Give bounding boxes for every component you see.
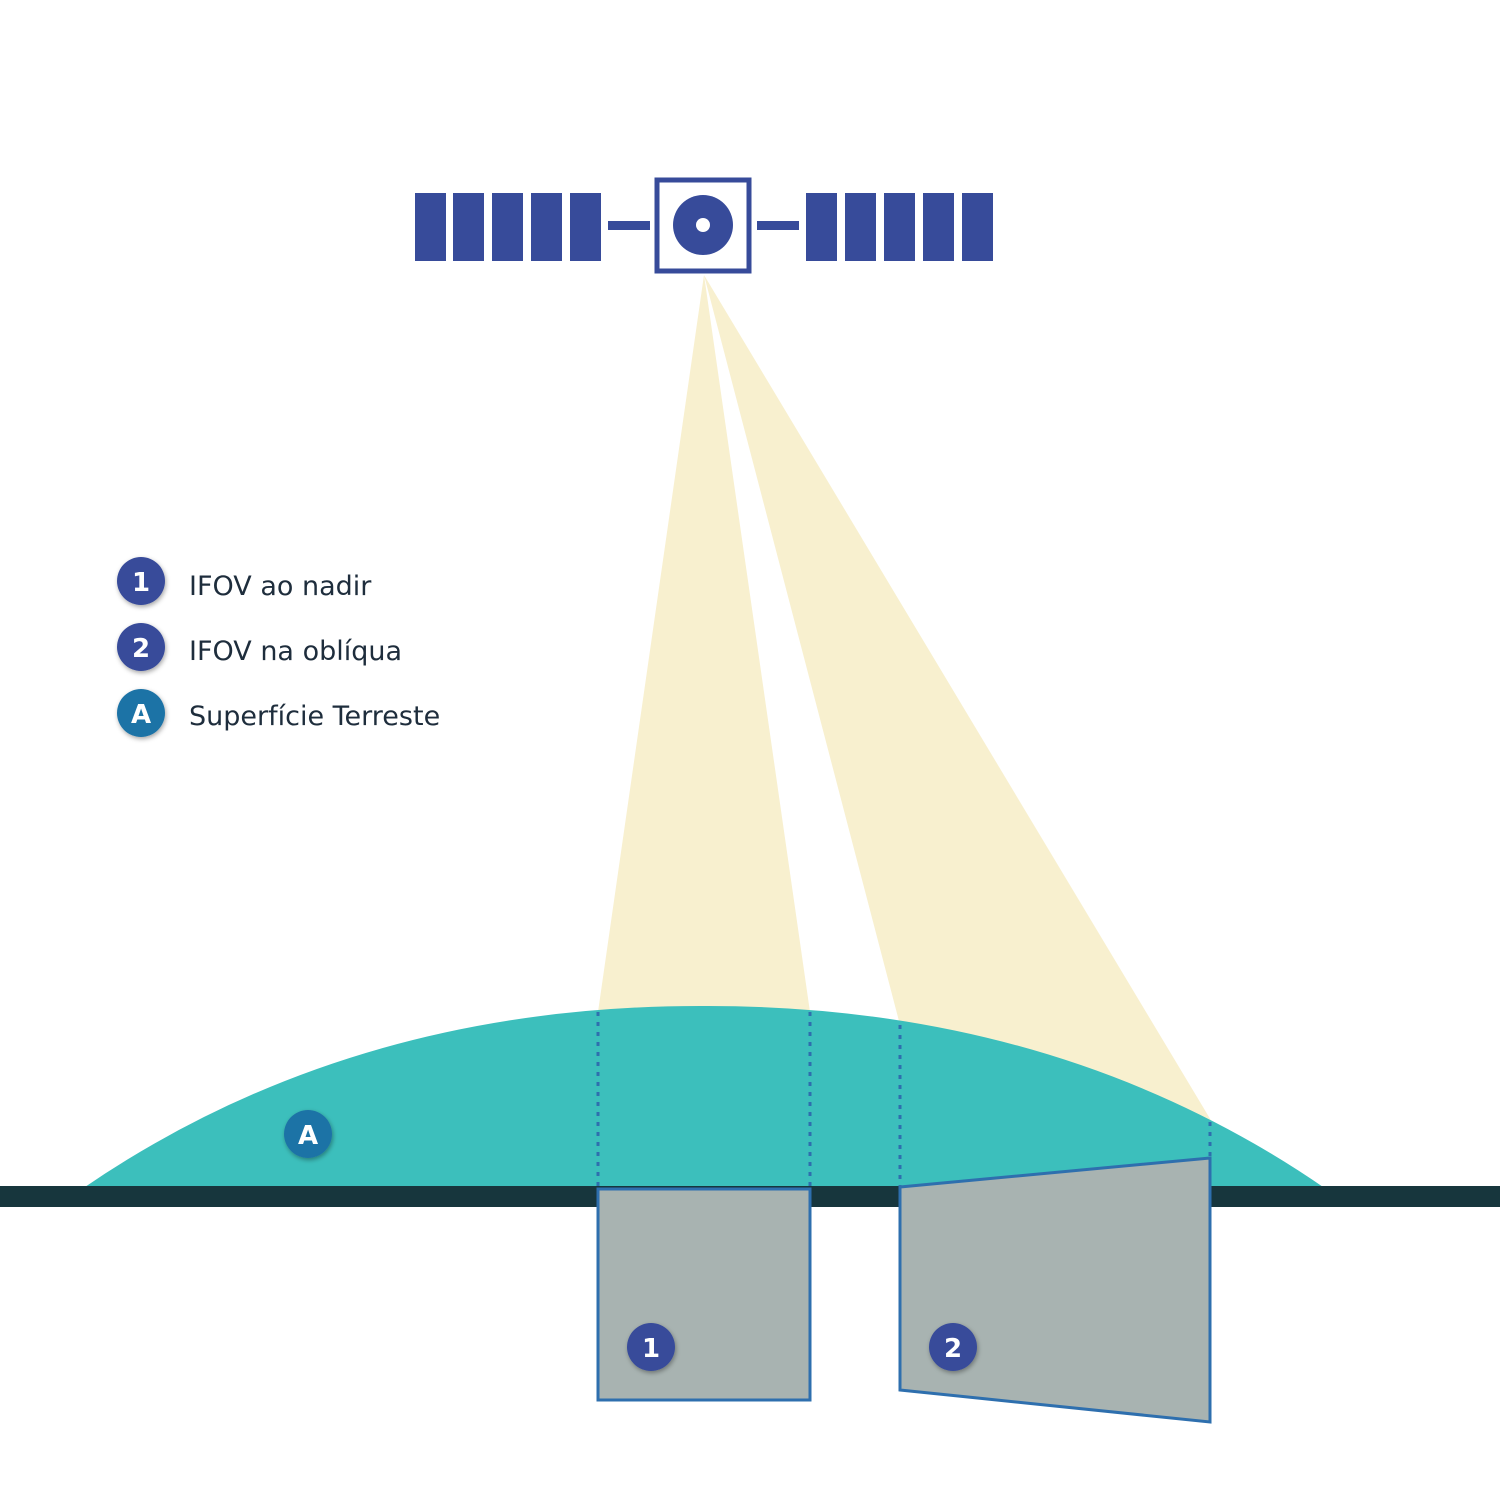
surface-marker: A xyxy=(284,1110,332,1158)
oblique-footprint xyxy=(898,1156,1212,1424)
legend-item-oblique: 2 IFOV na oblíqua xyxy=(117,623,402,671)
right-solar-panel xyxy=(806,193,993,261)
legend-label-surface: Superfície Terreste xyxy=(189,701,440,732)
legend-label-nadir: IFOV ao nadir xyxy=(189,571,372,602)
legend-label-oblique: IFOV na oblíqua xyxy=(189,636,402,667)
oblique-beam xyxy=(704,275,1212,1122)
surface-badge-text: A xyxy=(298,1121,318,1151)
satellite xyxy=(415,177,993,274)
nadir-marker: 1 xyxy=(627,1323,675,1371)
legend-badge-1 xyxy=(117,557,165,605)
earth-surface xyxy=(82,1005,1326,1189)
legend-badge-2-text: 2 xyxy=(132,634,150,664)
right-panel-connector xyxy=(757,221,799,230)
legend-item-surface: A Superfície Terreste xyxy=(117,689,440,737)
legend-badge-1-text: 1 xyxy=(132,568,150,598)
legend-badge-a xyxy=(117,689,165,737)
oblique-badge-text: 2 xyxy=(944,1334,962,1364)
nadir-beam xyxy=(598,275,810,1012)
nadir-badge-text: 1 xyxy=(642,1334,660,1364)
nadir-footprint xyxy=(596,1187,812,1402)
left-solar-panel xyxy=(415,193,601,261)
legend-item-nadir: 1 IFOV ao nadir xyxy=(117,557,372,605)
surface-badge xyxy=(284,1110,332,1158)
legend-badge-2 xyxy=(117,623,165,671)
nadir-badge xyxy=(627,1323,675,1371)
sensor-aperture xyxy=(696,218,710,232)
oblique-badge xyxy=(929,1323,977,1371)
projection-guides xyxy=(596,1012,1212,1188)
legend: 1 IFOV ao nadir 2 IFOV na oblíqua A Supe… xyxy=(117,557,440,737)
left-panel-connector xyxy=(608,221,650,230)
oblique-marker: 2 xyxy=(929,1323,977,1371)
legend-badge-a-text: A xyxy=(131,700,151,730)
